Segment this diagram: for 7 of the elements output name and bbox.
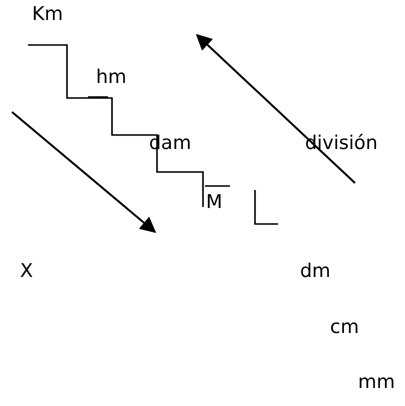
unit-label: hm [96, 68, 127, 87]
unit-label: cm [330, 318, 359, 337]
unit-label: Km [32, 5, 63, 24]
unit-label: mm [358, 373, 396, 392]
operation-label: X [20, 262, 34, 281]
unit-label: dm [300, 262, 331, 281]
unit-label: M [206, 193, 222, 212]
